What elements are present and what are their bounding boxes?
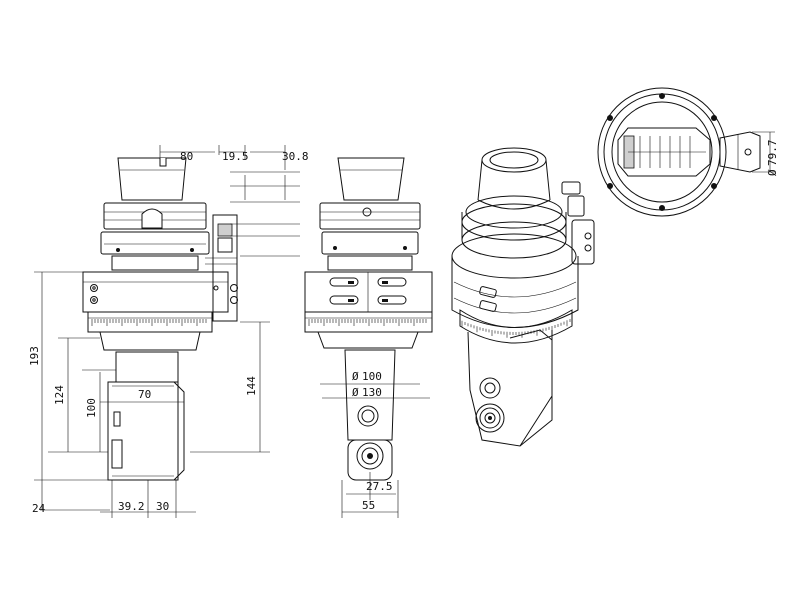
side-view bbox=[304, 157, 433, 481]
isometric-view bbox=[451, 147, 595, 447]
dim-19-5: 19.5 bbox=[222, 150, 249, 163]
dim-30: 30 bbox=[156, 500, 169, 513]
dim-80: 80 bbox=[180, 150, 193, 163]
dim-100: 100 bbox=[85, 398, 98, 418]
dim-dia-130: 130 bbox=[362, 386, 382, 399]
front-dimensions: 80 19.5 30.8 193 124 100 24 144 70 39.2 … bbox=[28, 145, 309, 518]
dim-55: 55 bbox=[362, 499, 375, 512]
side-dimensions: Ø 100 Ø 130 27.5 55 bbox=[320, 370, 430, 518]
dim-dia-100: 100 bbox=[362, 370, 382, 383]
symbol-diameter-79-7: Ø bbox=[766, 169, 779, 176]
dim-27-5: 27.5 bbox=[366, 480, 393, 493]
dim-124: 124 bbox=[53, 385, 66, 405]
dim-193: 193 bbox=[28, 346, 41, 366]
symbol-diameter-130: Ø bbox=[352, 386, 359, 399]
dim-30-8: 30.8 bbox=[282, 150, 309, 163]
symbol-diameter-100: Ø bbox=[352, 370, 359, 383]
dim-dia-79-7: 79.7 bbox=[766, 140, 779, 167]
top-view: Ø 79.7 bbox=[597, 87, 779, 217]
dim-39-2: 39.2 bbox=[118, 500, 145, 513]
front-view bbox=[82, 157, 238, 481]
dim-144: 144 bbox=[245, 376, 258, 396]
dim-70: 70 bbox=[138, 388, 151, 401]
dim-24: 24 bbox=[32, 502, 46, 515]
